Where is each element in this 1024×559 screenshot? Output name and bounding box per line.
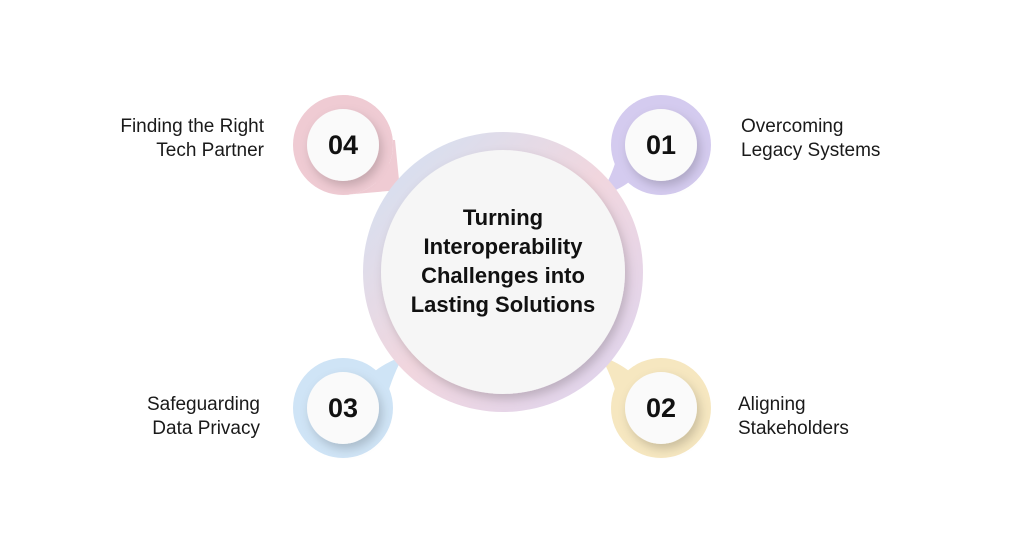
item-03-label: Safeguarding Data Privacy <box>147 393 260 441</box>
badge-01-number: 01 <box>645 130 677 160</box>
center-title-line: Turning <box>462 205 544 230</box>
label-line: Stakeholders <box>738 418 849 439</box>
item-02-label: Aligning Stakeholders <box>738 393 849 441</box>
item-04-label: Finding the Right Tech Partner <box>120 115 264 163</box>
label-line: Data Privacy <box>152 418 260 439</box>
badge-03-number: 03 <box>327 393 359 423</box>
badge-03-disc <box>307 372 379 444</box>
label-line: Legacy Systems <box>741 140 881 161</box>
label-line: Aligning <box>738 394 806 415</box>
label-line: Safeguarding <box>146 394 260 415</box>
label-line: Tech Partner <box>156 140 264 161</box>
center-circle <box>381 150 625 394</box>
center-title-line: Lasting Solutions <box>410 292 596 317</box>
center-title: Turning Interoperability Challenges into… <box>393 203 613 319</box>
badge-04-number: 04 <box>327 130 359 160</box>
label-line: Finding the Right <box>120 116 264 137</box>
center-title-line: Challenges into <box>421 263 585 288</box>
badge-04-disc <box>307 109 379 181</box>
item-01-label: Overcoming Legacy Systems <box>741 115 880 163</box>
badge-02-number: 02 <box>645 393 677 423</box>
center-title-line: Interoperability <box>423 234 583 259</box>
badge-02-disc <box>625 372 697 444</box>
badge-01-disc <box>625 109 697 181</box>
label-line: Overcoming <box>741 116 844 137</box>
